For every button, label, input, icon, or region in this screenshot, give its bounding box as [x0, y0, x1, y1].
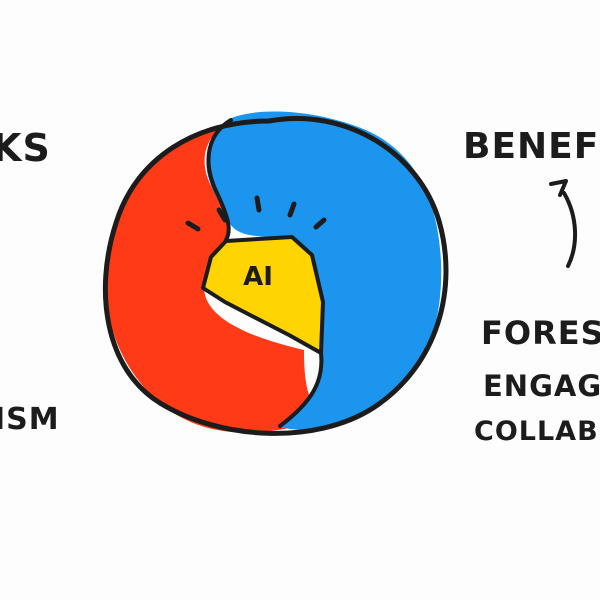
arrow-head	[549, 179, 568, 197]
sparkle-mark	[254, 195, 262, 213]
dividing-line	[278, 351, 324, 428]
ai-label: AI	[243, 262, 273, 292]
benefit-item-foresight: FORES	[481, 314, 600, 352]
sparkle-mark	[287, 201, 297, 218]
ai-core-shape	[201, 235, 325, 355]
sparkle-mark	[216, 207, 228, 223]
circle-outline	[102, 115, 449, 436]
dividing-line	[206, 118, 233, 242]
benefit-item-collaboration: COLLAB	[474, 416, 599, 447]
sparkle-mark	[185, 220, 201, 232]
left-top-label: KS	[0, 126, 51, 170]
sparkle-mark	[313, 217, 327, 230]
benefit-item-engagement: ENGAG	[483, 369, 600, 403]
up-arrow-icon	[562, 191, 578, 268]
left-half-shape	[105, 117, 326, 433]
benefits-heading: BENEFI	[463, 126, 600, 167]
right-half-shape	[206, 111, 442, 430]
left-bottom-label: ISM	[0, 402, 60, 437]
